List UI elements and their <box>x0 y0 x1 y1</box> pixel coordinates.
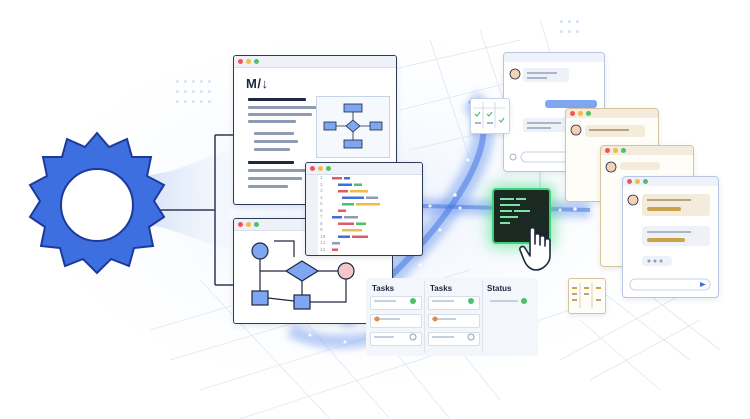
chat-panel-contents <box>570 124 645 137</box>
user-avatar-icon <box>509 68 521 80</box>
checklist-card <box>568 278 606 314</box>
connector-lines <box>155 134 233 286</box>
task-card[interactable] <box>370 332 422 346</box>
text-line <box>248 177 302 180</box>
clock-icon <box>467 333 475 341</box>
text-line <box>248 185 288 188</box>
minimize-dot <box>246 59 251 64</box>
window-titlebar <box>234 56 396 68</box>
close-dot <box>238 222 243 227</box>
terminal-contents <box>500 198 551 271</box>
user-avatar-icon <box>570 124 582 136</box>
bullet-line <box>254 148 290 151</box>
text-line <box>248 169 308 172</box>
clock-icon <box>409 333 417 341</box>
user-avatar-icon <box>627 194 639 206</box>
chat-panel-contents <box>605 161 660 173</box>
task-card[interactable] <box>428 332 480 346</box>
check-icon <box>468 298 474 304</box>
dot-pattern <box>176 20 579 103</box>
text-line <box>248 98 306 101</box>
gear-icon <box>28 131 166 275</box>
send-icon <box>700 282 706 287</box>
chat-panel-contents <box>509 68 597 163</box>
maximize-dot <box>254 59 259 64</box>
panel-titlebar <box>601 146 693 155</box>
kanban-column-title: Tasks <box>372 284 395 293</box>
task-card[interactable] <box>370 314 422 328</box>
hand-pointer-icon <box>519 215 551 271</box>
close-dot <box>310 166 315 171</box>
kanban-card-details <box>374 298 527 341</box>
message-input <box>629 278 711 291</box>
text-line <box>248 106 318 109</box>
code-lines <box>332 177 380 251</box>
close-dot <box>238 59 243 64</box>
check-icon <box>410 298 416 304</box>
checklist-contents <box>572 283 601 308</box>
text-line <box>248 161 294 164</box>
minimize-dot <box>318 166 323 171</box>
task-card[interactable] <box>370 296 422 310</box>
bullet-line <box>254 132 294 135</box>
task-card[interactable] <box>428 296 480 310</box>
maximize-dot <box>326 166 331 171</box>
kanban-column-title: Status <box>487 284 512 293</box>
flowchart-diagram <box>251 240 355 310</box>
chat-panel-contents <box>627 194 711 291</box>
panel-titlebar <box>566 109 658 118</box>
panel-titlebar <box>504 53 604 62</box>
user-avatar-icon <box>605 161 617 173</box>
markdown-heading: M/↓ <box>246 76 269 91</box>
text-line <box>248 120 296 123</box>
embedded-flowchart <box>316 96 390 158</box>
window-titlebar <box>306 163 422 175</box>
checklist-contents <box>473 102 505 128</box>
column-divider <box>482 281 483 353</box>
maximize-dot <box>254 222 259 227</box>
minimize-dot <box>246 222 251 227</box>
status-dot <box>374 316 380 322</box>
check-icon <box>521 298 527 304</box>
bullet-line <box>254 140 298 143</box>
column-divider <box>424 281 425 353</box>
task-card[interactable] <box>428 314 480 328</box>
text-line <box>248 113 312 116</box>
panel-titlebar <box>623 177 718 186</box>
status-dot <box>432 316 438 322</box>
kanban-column-title: Tasks <box>430 284 453 293</box>
editor-gutter <box>306 175 318 255</box>
